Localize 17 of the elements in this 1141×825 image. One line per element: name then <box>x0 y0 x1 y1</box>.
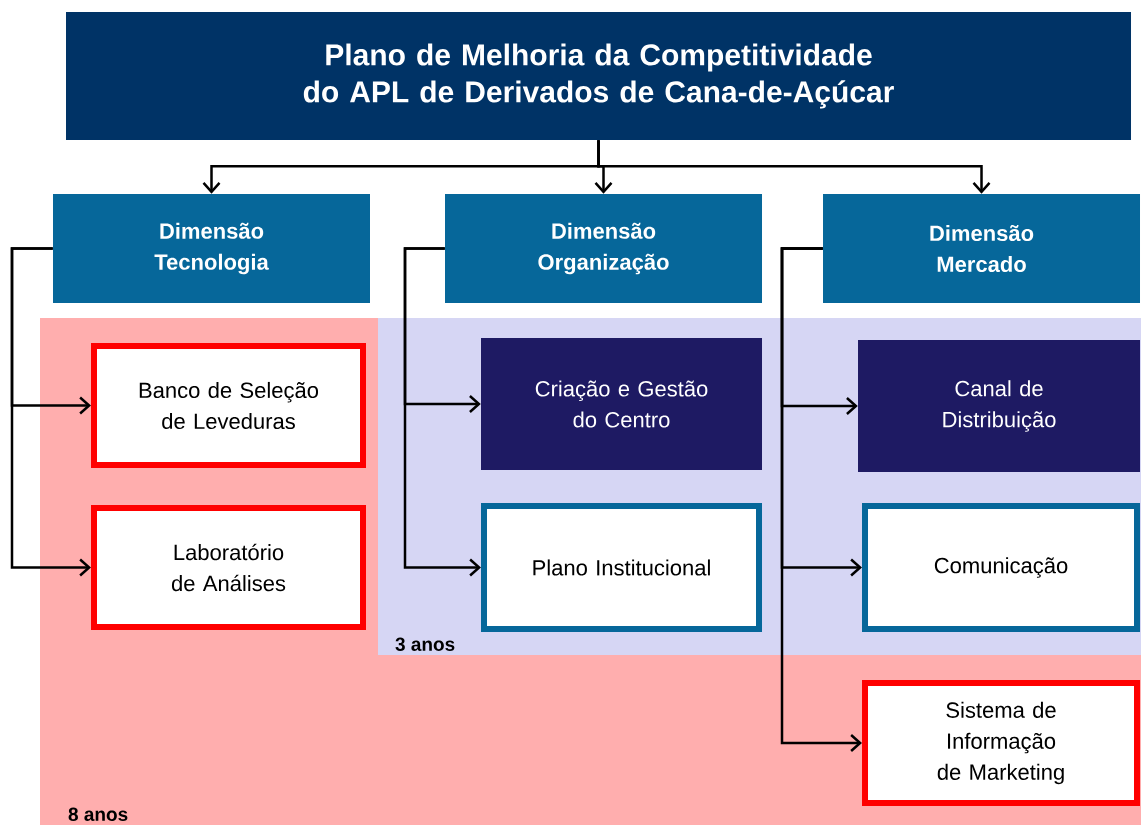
activity-box: Sistema de Informação de Marketing <box>862 680 1140 806</box>
activity-box: Banco de Seleção de Leveduras <box>91 343 366 468</box>
arrow <box>780 247 862 752</box>
arrow <box>403 247 481 577</box>
title-box: Plano de Melhoria da Competitividade do APL de Derivados de Cana-de-Açúcar <box>66 12 1131 140</box>
arrow <box>10 247 91 577</box>
dimension-box: Dimensão Tecnologia <box>53 194 370 303</box>
activity-box: Plano Institucional <box>481 503 762 632</box>
period-label: 8 anos <box>68 807 128 821</box>
activity-box: Laboratório de Análises <box>91 505 366 630</box>
activity-box: Comunicação <box>862 503 1140 632</box>
arrow <box>597 140 991 194</box>
activity-box: Canal de Distribuição <box>858 340 1140 472</box>
period-label: 3 anos <box>395 637 455 651</box>
dimension-box: Dimensão Mercado <box>823 194 1140 303</box>
activity-box: Criação e Gestão do Centro <box>481 338 762 470</box>
dimension-box: Dimensão Organização <box>445 194 762 303</box>
